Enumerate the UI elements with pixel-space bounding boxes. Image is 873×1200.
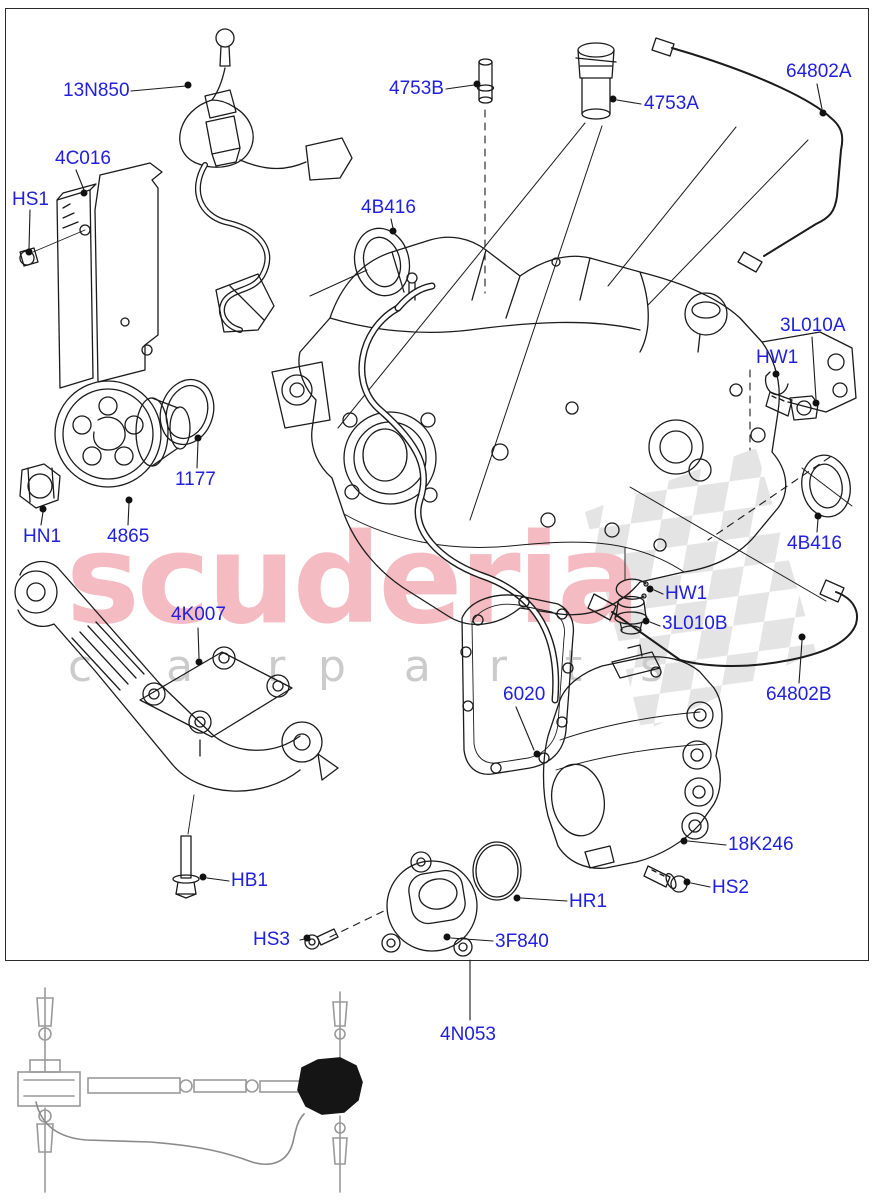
part-harness-13N850 [179,28,353,333]
part-label-4b416[interactable]: 4B416 [787,533,842,554]
part-label-6020[interactable]: 6020 [503,684,546,705]
part-label-3l010b[interactable]: 3L010B [662,613,728,634]
part-bolt-3L010A [764,371,819,421]
part-seal-1177 [159,378,215,446]
part-label-64802b[interactable]: 64802B [766,684,832,705]
part-label-hw1[interactable]: HW1 [756,347,799,368]
part-label-3l010a[interactable]: 3L010A [780,315,846,336]
part-pipe-64802B [587,579,858,667]
part-label-4865[interactable]: 4865 [107,526,150,547]
part-oring-HR1 [472,841,522,901]
part-label-hs1[interactable]: HS1 [12,189,49,210]
part-bracket-4K007 [14,560,339,792]
part-label-hw1[interactable]: HW1 [665,583,708,604]
part-label-hs3[interactable]: HS3 [253,929,290,950]
part-dowel-4753B [476,58,495,104]
part-label-hr1[interactable]: HR1 [569,891,608,912]
part-seal-4B416-right [801,454,851,518]
part-pipe-64802A [651,37,844,273]
diagram-frame [5,8,869,961]
part-cover-3F840 [381,851,478,957]
part-ring-HW1-center [615,547,649,600]
part-label-4c016[interactable]: 4C016 [55,148,111,169]
leader-dots [25,80,827,942]
watermark-tagline-parts: p a r t s [318,641,685,692]
part-bolt-HS3 [304,928,339,950]
part-label-4753a[interactable]: 4753A [644,93,699,114]
part-label-1177[interactable]: 1177 [175,469,216,490]
part-flange-4865 [54,380,191,488]
part-label-18k246[interactable]: 18K246 [728,834,794,855]
watermark: scuderia c a r p a r t s [66,448,816,732]
part-breather-4753A [575,42,617,120]
highlighted-rear-diff [297,1057,363,1115]
part-label-3f840[interactable]: 3F840 [495,931,549,952]
part-label-4n053[interactable]: 4N053 [440,1024,496,1045]
part-label-4753b[interactable]: 4753B [389,78,444,99]
part-label-hn1[interactable]: HN1 [23,526,62,547]
part-actuator-18K246 [542,644,723,869]
leader-lines [28,83,823,1021]
part-label-4k007[interactable]: 4K007 [171,604,226,625]
part-main-case [271,236,857,704]
part-bolt-HB1 [172,794,200,899]
driveline-thumbnail [17,987,363,1193]
part-label-4b416[interactable]: 4B416 [361,197,416,218]
checkered-flag [585,448,816,732]
part-label-13n850[interactable]: 13N850 [63,80,130,101]
part-label-hb1[interactable]: HB1 [231,870,268,891]
part-label-hs2[interactable]: HS2 [712,877,749,898]
part-label-64802a[interactable]: 64802A [786,61,852,82]
part-gasket-6020 [460,594,575,775]
part-nut-HN1 [19,463,61,509]
part-module-4C016 [19,162,163,389]
